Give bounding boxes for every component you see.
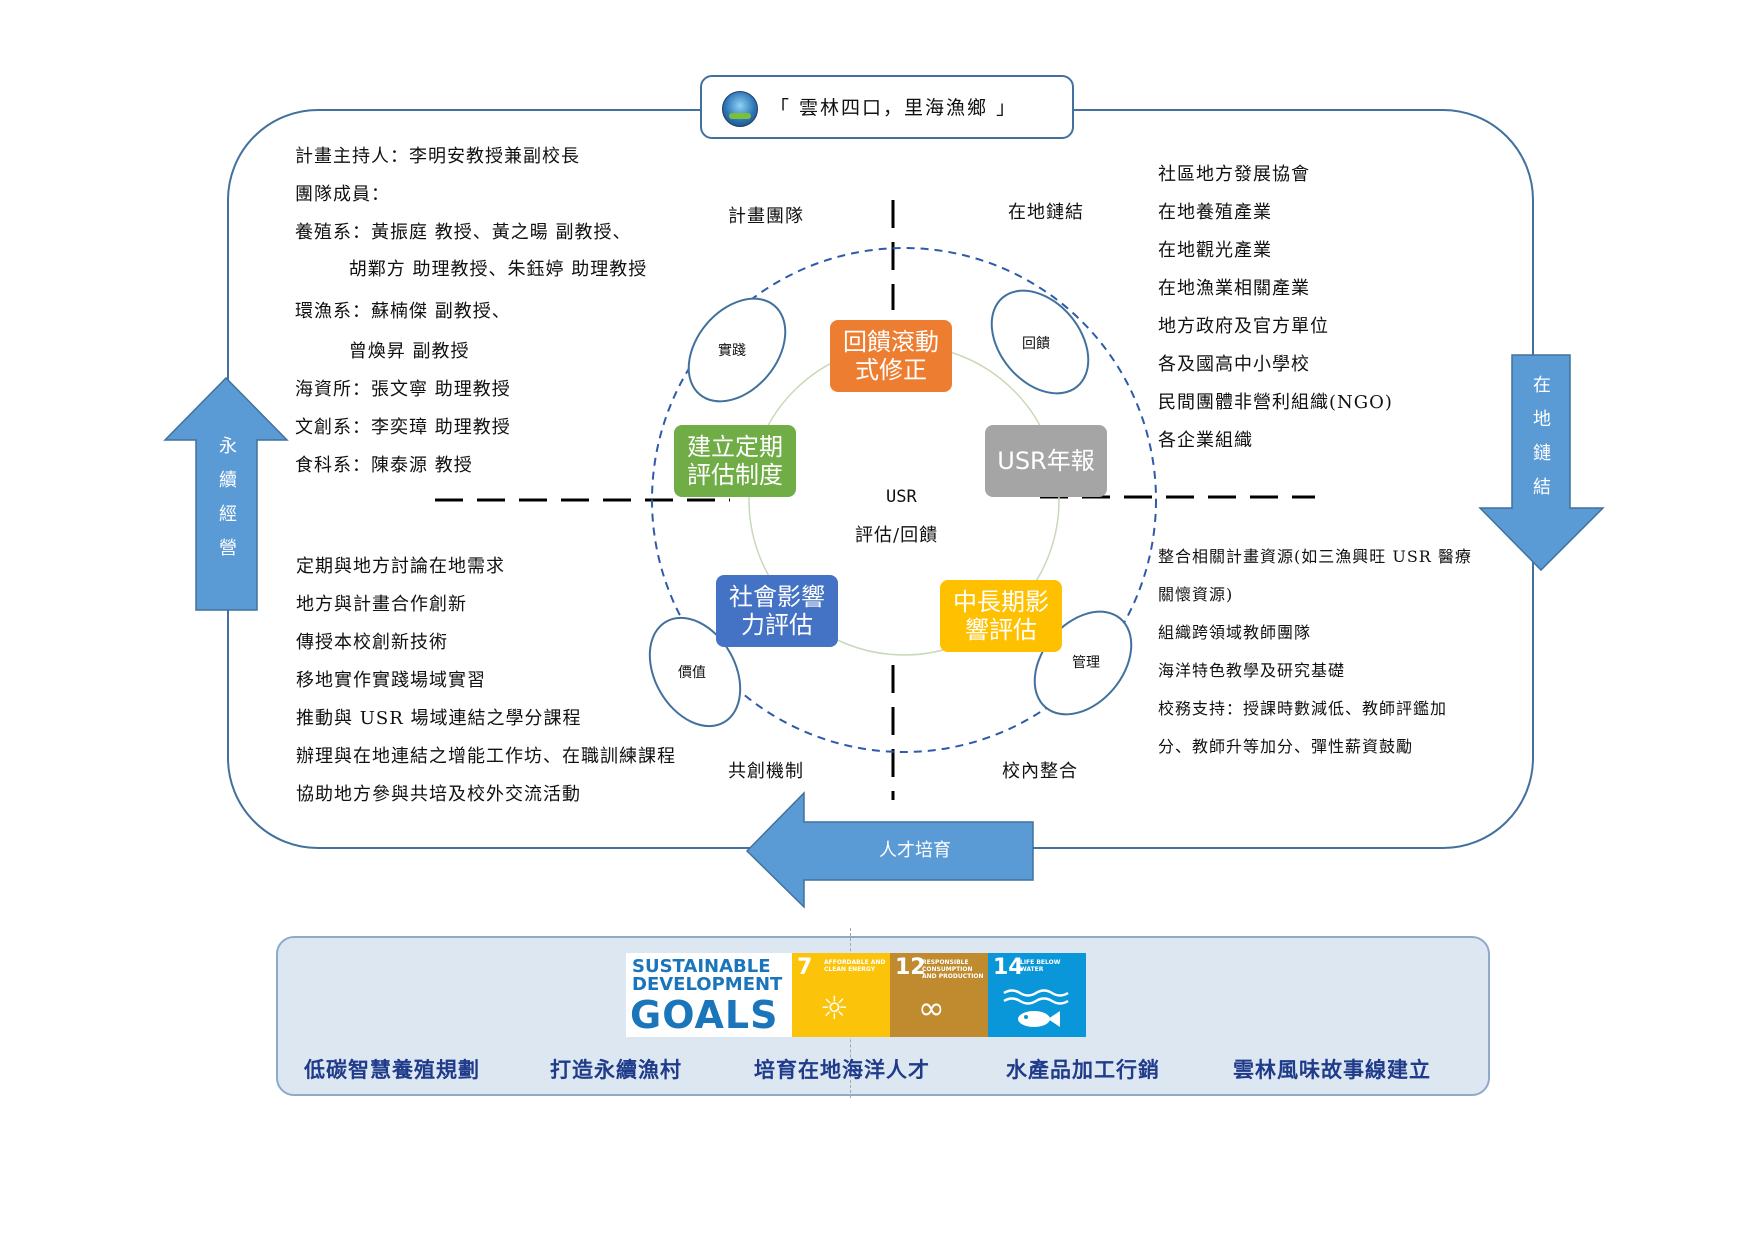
sdg-tile-12-number: 12 [895, 955, 926, 980]
arrow-left-bottom [745, 791, 1034, 909]
sdg-tile-7: 7 AFFORDABLE AND CLEAN ENERGY ☼ [792, 953, 890, 1037]
outer-dashed-circle [651, 247, 1157, 753]
arrow-up-left [163, 376, 289, 611]
campus-line: 海洋特色教學及研究基礎 [1158, 661, 1346, 680]
local-link-line: 地方政府及官方單位 [1158, 316, 1329, 337]
sdg-tile-14-number: 14 [993, 955, 1024, 980]
infinity-loop-icon: ∞ [918, 989, 945, 1027]
team-line: 食科系：陳泰源 教授 [295, 455, 473, 476]
team-line: 胡鄴方 助理教授、朱鈺婷 助理教授 [295, 259, 648, 280]
sdg-goal-label: 低碳智慧養殖規劃 [304, 1057, 480, 1082]
local-link-line: 在地觀光產業 [1158, 240, 1272, 261]
center-label-usr: USR [886, 487, 917, 507]
project-title: 「 雲林四口，里海漁鄉 」 [770, 97, 1018, 119]
campus-line: 整合相關計畫資源(如三漁興旺 USR 醫療 [1158, 547, 1472, 566]
arrow-label-talent: 人才培育 [879, 840, 951, 861]
quadrant-label-co-creation: 共創機制 [728, 761, 804, 782]
oval-label-value: 價值 [678, 665, 706, 681]
sdg-goal-label: 培育在地海洋人才 [754, 1057, 930, 1082]
sun-power-icon: ☼ [820, 989, 849, 1027]
project-logo-icon [722, 91, 758, 127]
box-midterm-impact: 中長期影響評估 [940, 580, 1062, 652]
box-social-impact: 社會影響力評估 [716, 575, 838, 647]
fish-waves-icon [1003, 989, 1069, 1027]
campus-line: 校務支持：授課時數減低、教師評鑑加 [1158, 699, 1448, 718]
team-line: 曾煥昇 副教授 [295, 341, 470, 362]
sdg-title-line1: SUSTAINABLE [632, 956, 771, 977]
sdg-tile-14-caption: LIFE BELOW WATER [1020, 959, 1061, 973]
arrow-down-right [1478, 354, 1605, 572]
box-feedback-revision-label: 回饋滾動式修正 [843, 328, 939, 384]
campus-line: 組織跨領域教師團隊 [1158, 623, 1312, 642]
team-line: 計畫主持人：李明安教授兼副校長 [295, 146, 580, 167]
local-link-line: 各企業組織 [1158, 430, 1253, 451]
quadrant-label-campus: 校內整合 [1002, 761, 1078, 782]
co-creation-line: 移地實作實踐場域實習 [296, 670, 486, 691]
sdg-goal-label: 雲林風味故事線建立 [1233, 1057, 1431, 1082]
oval-practice [687, 297, 787, 403]
box-social-impact-label: 社會影響力評估 [729, 583, 825, 639]
sdg-tile-7-caption: AFFORDABLE AND CLEAN ENERGY [824, 959, 886, 973]
sdg-goal-label: 水產品加工行銷 [1006, 1057, 1160, 1082]
oval-label-feedback: 回饋 [1022, 336, 1050, 352]
team-line: 海資所：張文寧 助理教授 [295, 379, 511, 400]
sdg-logo: SUSTAINABLE DEVELOPMENT GOALS [626, 953, 792, 1037]
local-link-line: 各及國高中小學校 [1158, 354, 1310, 375]
sdg-panel: SUSTAINABLE DEVELOPMENT GOALS 7 AFFORDAB… [276, 928, 1490, 1098]
sdg-goal-label: 打造永續漁村 [550, 1057, 682, 1082]
oval-label-manage: 管理 [1072, 655, 1100, 671]
team-line: 團隊成員： [295, 184, 390, 205]
sdg-title-line3: GOALS [630, 993, 779, 1037]
co-creation-line: 協助地方參與共培及校外交流活動 [296, 784, 581, 805]
project-title-box: 「 雲林四口，里海漁鄉 」 [700, 75, 1074, 139]
co-creation-line: 辦理與在地連結之增能工作坊、在職訓練課程 [296, 746, 676, 767]
sdg-tile-12-caption: RESPONSIBLE CONSUMPTION AND PRODUCTION [922, 959, 984, 980]
arrow-label-sustainable: 永續經營 [216, 436, 237, 572]
oval-value [648, 616, 742, 728]
sdg-tile-12: 12 RESPONSIBLE CONSUMPTION AND PRODUCTIO… [890, 953, 988, 1037]
quadrant-label-plan-team: 計畫團隊 [728, 206, 804, 227]
center-label-eval: 評估/回饋 [855, 525, 939, 546]
box-regular-evaluation-label: 建立定期評估制度 [687, 433, 783, 489]
team-line: 文創系：李奕璋 助理教授 [295, 417, 511, 438]
sdg-tile-14: 14 LIFE BELOW WATER [988, 953, 1086, 1037]
team-line: 環漁系：蘇楠傑 副教授、 [295, 301, 511, 322]
campus-line: 關懷資源) [1158, 585, 1234, 604]
campus-line: 分、教師升等加分、彈性薪資鼓勵 [1158, 737, 1414, 756]
local-link-line: 社區地方發展協會 [1158, 164, 1310, 185]
co-creation-line: 地方與計畫合作創新 [296, 594, 467, 615]
oval-feedback [990, 289, 1090, 395]
box-midterm-impact-label: 中長期影響評估 [953, 588, 1049, 644]
local-link-line: 在地養殖產業 [1158, 202, 1272, 223]
local-link-line: 民間團體非營利組織(NGO) [1158, 392, 1393, 413]
co-creation-line: 傳授本校創新技術 [296, 632, 448, 653]
sdg-title-line2: DEVELOPMENT [632, 974, 783, 995]
local-link-line: 在地漁業相關產業 [1158, 278, 1310, 299]
arrow-label-local-link: 在地鏈結 [1530, 375, 1551, 511]
sdg-tile-7-number: 7 [797, 955, 813, 980]
box-usr-report: USR年報 [985, 425, 1107, 497]
box-usr-report-label: USR年報 [997, 447, 1095, 475]
co-creation-line: 定期與地方討論在地需求 [296, 556, 505, 577]
team-line: 養殖系：黃振庭 教授、黃之暘 副教授、 [295, 222, 632, 243]
quadrant-label-local-link: 在地鏈結 [1008, 202, 1084, 223]
co-creation-line: 推動與 USR 場域連結之學分課程 [296, 708, 582, 729]
box-feedback-revision: 回饋滾動式修正 [830, 320, 952, 392]
box-regular-evaluation: 建立定期評估制度 [674, 425, 796, 497]
oval-label-practice: 實踐 [718, 343, 746, 359]
